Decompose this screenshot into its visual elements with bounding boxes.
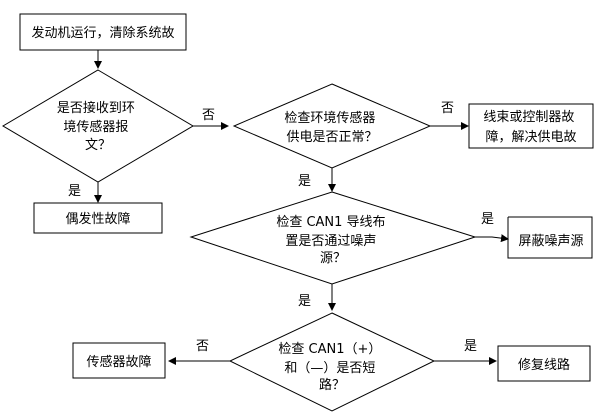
- label-power-no: 否: [441, 101, 454, 116]
- sensor-fault-text: 传感器故障: [86, 354, 151, 370]
- q-noise-text: 检查 CAN1 导线布 置是否通过噪声 源？: [276, 215, 389, 266]
- q-short-text: 检查 CAN1（+） 和（—）是否短 路？: [278, 342, 385, 393]
- label-receive-yes: 是: [68, 184, 81, 199]
- label-short-yes: 是: [464, 339, 477, 354]
- label-power-yes: 是: [298, 174, 311, 189]
- label-noise-yes: 是: [481, 212, 494, 227]
- label-receive-no: 否: [202, 108, 215, 123]
- node-repair: [497, 345, 591, 382]
- node-fix-power: [468, 103, 594, 149]
- start-text: 发动机运行，清除系统故: [31, 25, 174, 41]
- node-q-power: [232, 83, 432, 169]
- q-power-text: 检查环境传感器 供电是否正常？: [284, 110, 379, 145]
- node-shield-box: [507, 216, 593, 259]
- repair-text: 修复线路: [518, 357, 570, 373]
- node-start: [19, 13, 187, 51]
- label-short-no: 否: [196, 339, 209, 354]
- node-q-short: [228, 312, 436, 412]
- label-noise-no: 是: [298, 294, 311, 309]
- q-receive-text: 是否接收到环 境传感器报 文？: [57, 100, 139, 153]
- fix-power-text: 线束或控制器故 障，解决供电故: [483, 110, 578, 145]
- edge-noise-to-shield: [475, 234, 509, 243]
- node-intermittent: [33, 202, 163, 234]
- node-sensor-fault: [72, 342, 166, 379]
- node-q-receive: [2, 69, 194, 183]
- node-q-noise: [189, 191, 477, 285]
- shield-text: 屏蔽噪声源: [518, 234, 583, 249]
- intermittent-text: 偶发性故障: [65, 211, 130, 227]
